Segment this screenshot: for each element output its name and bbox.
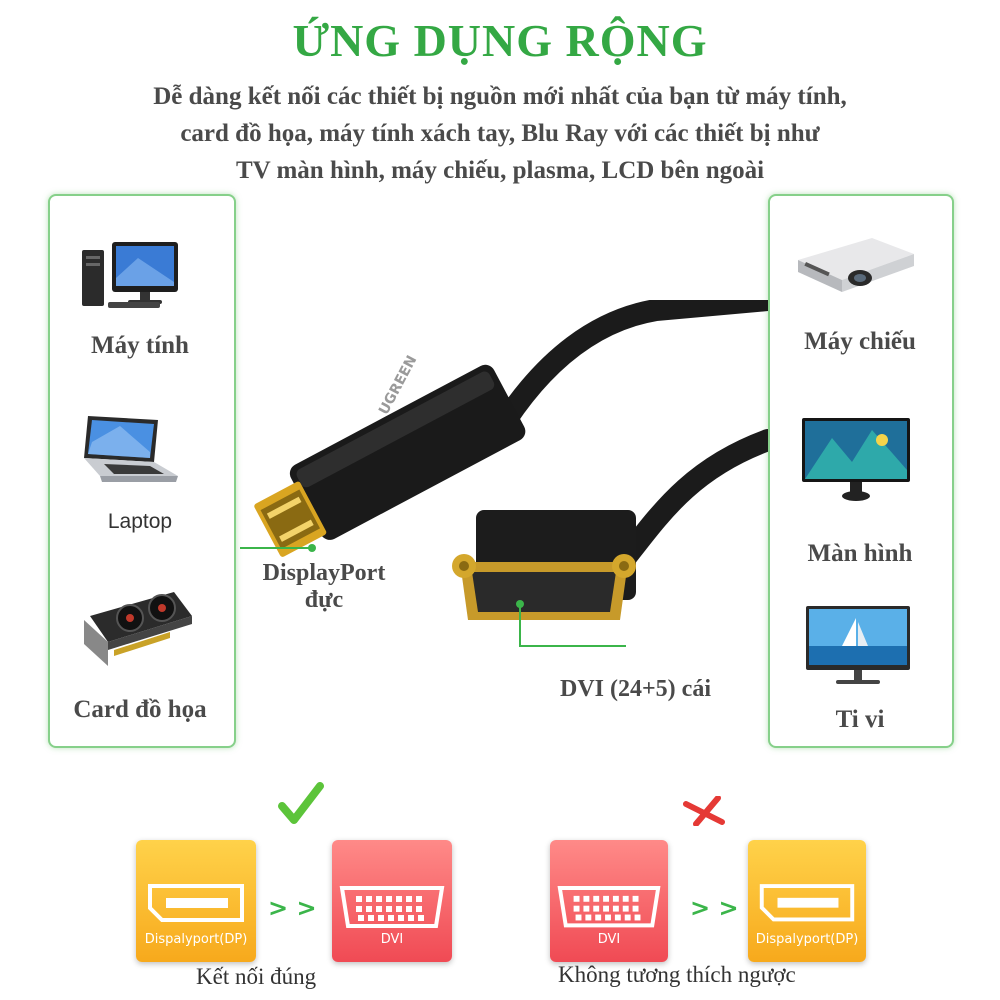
dvi-callout: DVI (24+5) cái — [560, 676, 711, 702]
dvi-box-correct: DVI — [332, 840, 452, 962]
displayport-callout: DisplayPort đực — [244, 560, 404, 614]
displayport-to-dvi-cable — [240, 300, 768, 647]
subtitle-line: TV màn hình, máy chiếu, plasma, LCD bên … — [235, 157, 765, 184]
subtitle-line: Dễ dàng kết nối các thiết bị nguồn mới n… — [153, 83, 847, 110]
page-title: ỨNG DỤNG RỘNG — [292, 15, 708, 66]
caption-correct: Kết nối đúng — [196, 964, 317, 989]
subtitle-line: card đồ họa, máy tính xách tay, Blu Ray … — [180, 120, 820, 147]
display-label-tv: Ti vi — [835, 706, 885, 733]
dvi-port-icon — [339, 886, 445, 928]
box-label: DVI — [597, 932, 621, 947]
check-icon — [278, 782, 324, 824]
arrow-indicator: > > — [268, 894, 317, 922]
box-label: Dispalyport(DP) — [755, 932, 859, 947]
dvi-port-icon — [557, 886, 661, 928]
box-label: Dispalyport(DP) — [144, 932, 248, 947]
source-label-laptop: Laptop — [107, 510, 173, 533]
dp-box-correct: Dispalyport(DP) — [136, 840, 256, 962]
dp-box-incorrect: Dispalyport(DP) — [748, 840, 866, 962]
dvi-box-incorrect: DVI — [550, 840, 668, 962]
desktop-computer-icon — [82, 242, 178, 308]
box-label: DVI — [380, 932, 404, 947]
projector-icon — [798, 238, 914, 292]
laptop-icon — [84, 416, 178, 482]
cross-icon — [683, 796, 725, 826]
callout-line: DisplayPort — [262, 560, 386, 586]
arrow-indicator: > > — [690, 894, 739, 922]
source-label-graphics-card: Card đồ họa — [73, 696, 207, 723]
graphics-card-icon — [84, 592, 192, 666]
page-subtitle: Dễ dàng kết nối các thiết bị nguồn mới n… — [40, 78, 960, 189]
source-label-computer: Máy tính — [91, 332, 189, 359]
displayport-port-icon — [759, 884, 855, 922]
callout-line: đực — [304, 587, 344, 613]
monitor-icon — [802, 418, 910, 501]
display-label-monitor: Màn hình — [807, 540, 913, 567]
displayport-port-icon — [148, 884, 244, 922]
tv-icon — [806, 606, 910, 684]
caption-incorrect: Không tương thích ngược — [558, 962, 796, 987]
display-label-projector: Máy chiếu — [804, 328, 916, 355]
